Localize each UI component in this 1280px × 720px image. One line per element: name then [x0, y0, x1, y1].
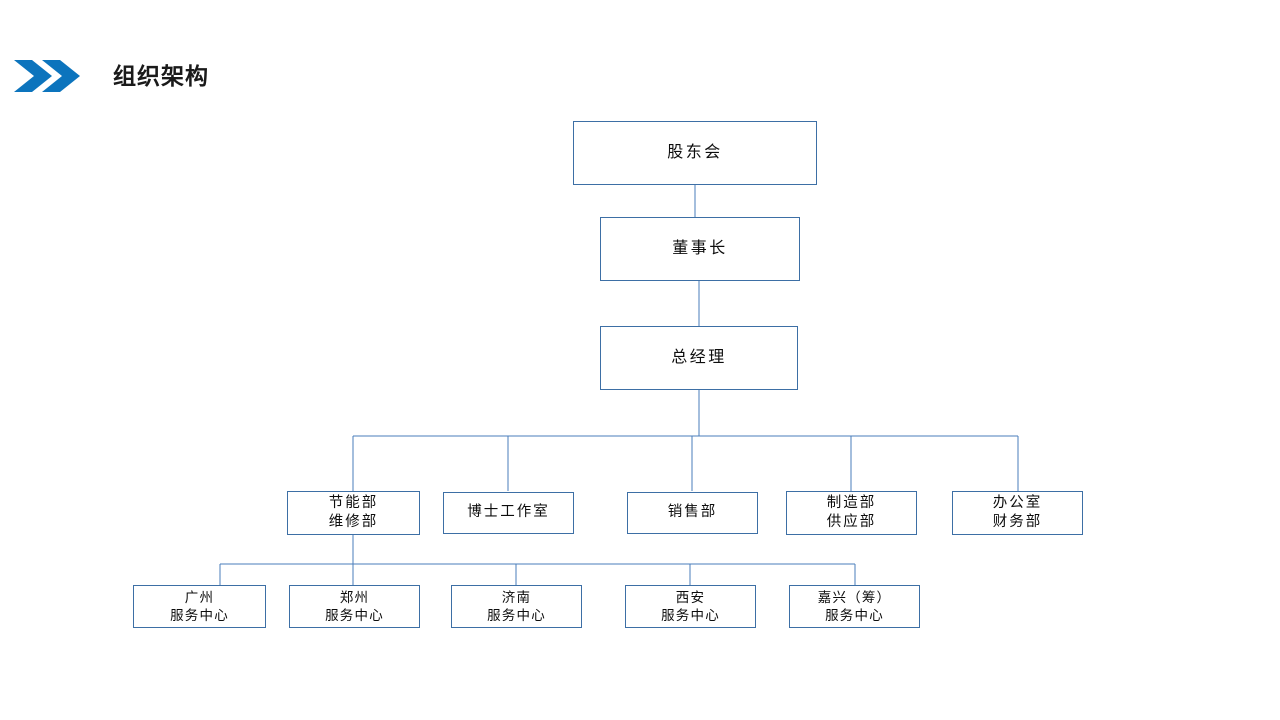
page-title: 组织架构	[113, 63, 209, 89]
slide-title-bar: 组织架构	[0, 52, 1280, 100]
node-svc-jiaxing-line-1: 嘉兴（筹）	[817, 589, 892, 605]
node-shareholders-line-1: 股东会	[667, 144, 723, 162]
node-dept-energy-maintenance[interactable]: 节能部 维修部	[287, 491, 420, 535]
node-dept-office-finance[interactable]: 办公室 财务部	[952, 491, 1083, 535]
node-svc-jinan-line-1: 济南	[501, 589, 532, 605]
node-shareholders[interactable]: 股东会	[573, 121, 817, 185]
node-svc-zhengzhou-line-2: 服务中心	[325, 607, 384, 623]
node-chairman[interactable]: 董事长	[600, 217, 800, 281]
node-service-center-guangzhou[interactable]: 广州 服务中心	[133, 585, 266, 628]
node-svc-jiaxing-line-2: 服务中心	[825, 607, 884, 623]
node-service-center-jiaxing[interactable]: 嘉兴（筹） 服务中心	[789, 585, 920, 628]
double-chevron-right-icon	[14, 60, 80, 92]
node-general-manager-line-1: 总经理	[671, 349, 727, 367]
node-dept-sales[interactable]: 销售部	[627, 492, 758, 534]
node-dept-mfg-line-1: 制造部	[826, 494, 877, 511]
node-svc-guangzhou-line-2: 服务中心	[170, 607, 229, 623]
node-svc-jinan-line-2: 服务中心	[487, 607, 546, 623]
node-dept-energy-line-2: 维修部	[328, 514, 379, 530]
node-dept-mfg-line-2: 供应部	[826, 514, 877, 530]
node-dept-sales-line-1: 销售部	[667, 504, 718, 521]
node-svc-xian-line-1: 西安	[675, 589, 706, 605]
node-svc-xian-line-2: 服务中心	[661, 607, 720, 623]
node-dept-office-line-1: 办公室	[992, 494, 1043, 511]
node-chairman-line-1: 董事长	[672, 240, 728, 258]
node-dept-energy-line-1: 节能部	[328, 494, 379, 511]
node-service-center-zhengzhou[interactable]: 郑州 服务中心	[289, 585, 420, 628]
node-dept-manufacturing-supply[interactable]: 制造部 供应部	[786, 491, 917, 535]
node-svc-zhengzhou-line-1: 郑州	[339, 589, 370, 605]
node-dept-doctoral-studio[interactable]: 博士工作室	[443, 492, 574, 534]
node-service-center-jinan[interactable]: 济南 服务中心	[451, 585, 582, 628]
node-svc-guangzhou-line-1: 广州	[184, 589, 215, 605]
node-general-manager[interactable]: 总经理	[600, 326, 798, 390]
node-service-center-xian[interactable]: 西安 服务中心	[625, 585, 756, 628]
node-dept-office-line-2: 财务部	[992, 514, 1043, 530]
node-dept-doctoral-line-1: 博士工作室	[467, 504, 550, 521]
